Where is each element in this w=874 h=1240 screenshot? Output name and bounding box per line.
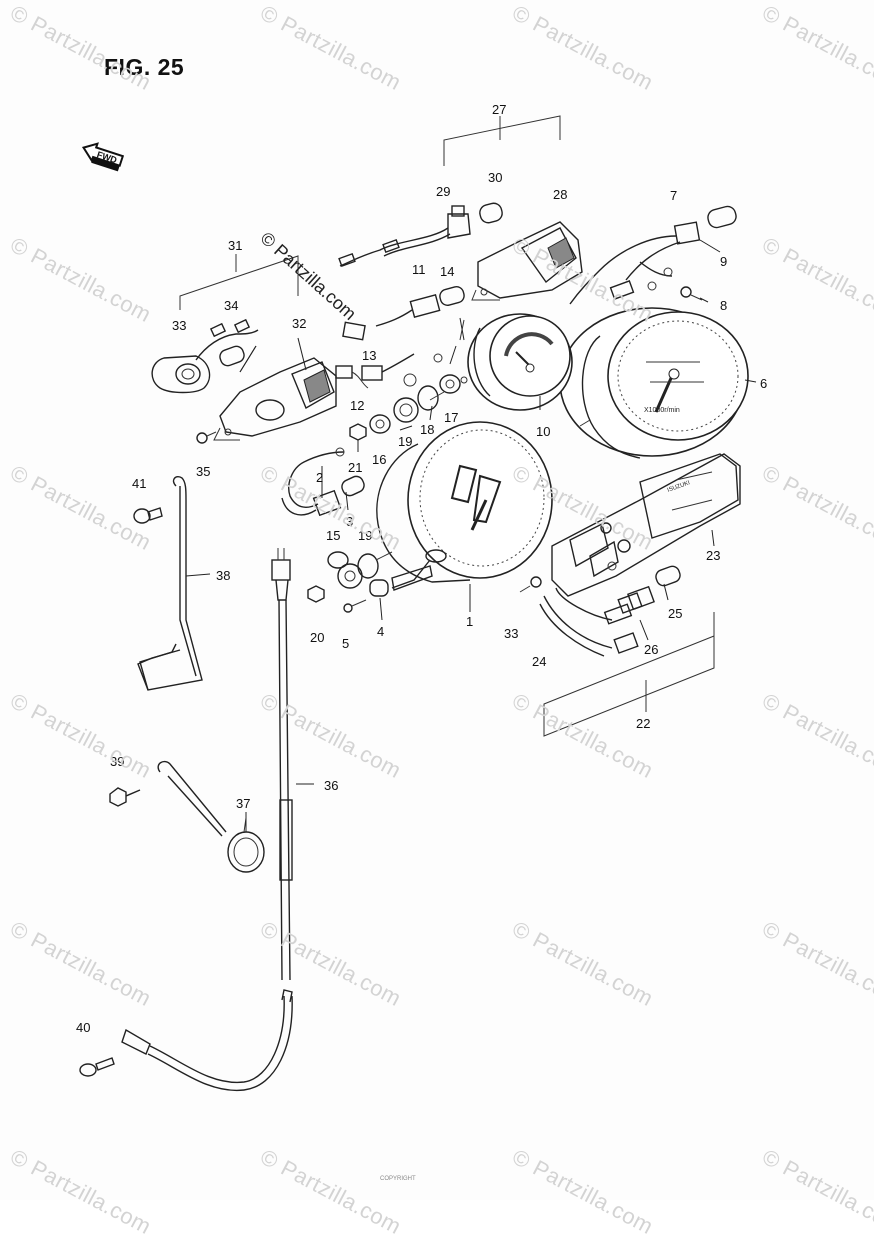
callout-21: 21 bbox=[348, 460, 362, 475]
callout-6: 6 bbox=[760, 376, 767, 391]
callout-12: 12 bbox=[350, 398, 364, 413]
callout-2: 2 bbox=[316, 470, 323, 485]
callout-33: 33 bbox=[172, 318, 186, 333]
callout-18: 18 bbox=[420, 422, 434, 437]
socket-26 bbox=[627, 585, 655, 611]
callout-36: 36 bbox=[324, 778, 338, 793]
callout-25: 25 bbox=[668, 606, 682, 621]
group-bracket-27 bbox=[443, 115, 561, 166]
callout-23: 23 bbox=[706, 548, 720, 563]
bulb-14 bbox=[439, 286, 465, 306]
socket-2 bbox=[281, 447, 345, 517]
socket-13 bbox=[361, 353, 417, 387]
callout-28: 28 bbox=[553, 187, 567, 202]
cable-clamp-37 bbox=[157, 760, 265, 873]
callout-30: 30 bbox=[488, 170, 502, 185]
callout-19b: 19 bbox=[358, 528, 372, 543]
bolt-40 bbox=[79, 1057, 115, 1077]
callout-16: 16 bbox=[372, 452, 386, 467]
callout-8: 8 bbox=[720, 298, 727, 313]
bulb-30 bbox=[479, 202, 503, 224]
callout-35: 35 bbox=[196, 464, 210, 479]
callout-5: 5 bbox=[342, 636, 349, 651]
speedometer-1 bbox=[376, 421, 553, 591]
nut-20 bbox=[307, 585, 325, 603]
callout-38: 38 bbox=[216, 568, 230, 583]
callout-3: 3 bbox=[346, 514, 353, 529]
indicator-panel-23 bbox=[551, 453, 741, 597]
screw-33b bbox=[519, 576, 542, 593]
callout-33b: 33 bbox=[504, 626, 518, 641]
callout-20: 20 bbox=[310, 630, 324, 645]
harness-24 bbox=[539, 587, 643, 657]
callout-32: 32 bbox=[292, 316, 306, 331]
callout-numbers: 27 29 30 28 7 9 8 31 11 14 34 33 32 13 1… bbox=[76, 102, 767, 1035]
callout-10: 10 bbox=[536, 424, 550, 439]
screw-35 bbox=[196, 431, 217, 444]
figure-title: FIG. 25 bbox=[104, 54, 185, 80]
tach-unit-label: X1000r/min bbox=[644, 407, 680, 414]
leader-lines bbox=[185, 239, 757, 832]
copyright-footer: COPYRIGHT bbox=[380, 1176, 416, 1182]
callout-19a: 19 bbox=[398, 434, 412, 449]
callout-26: 26 bbox=[644, 642, 658, 657]
callout-4: 4 bbox=[377, 624, 384, 639]
tachometer-6: X1000r/min bbox=[559, 307, 749, 459]
washer-17 bbox=[433, 353, 468, 394]
callout-7: 7 bbox=[670, 188, 677, 203]
callout-31: 31 bbox=[228, 238, 242, 253]
bulb-25 bbox=[655, 565, 681, 587]
callout-39: 39 bbox=[110, 754, 124, 769]
callout-24: 24 bbox=[532, 654, 546, 669]
callout-15: 15 bbox=[326, 528, 340, 543]
callout-13: 13 bbox=[362, 348, 376, 363]
callout-41: 41 bbox=[132, 476, 146, 491]
socket-29 bbox=[338, 205, 471, 268]
callout-29: 29 bbox=[436, 184, 450, 199]
indicator-housing-28 bbox=[471, 221, 583, 301]
socket-33 bbox=[151, 318, 259, 394]
callout-11: 11 bbox=[412, 262, 426, 277]
bulb-3 bbox=[341, 475, 365, 497]
cushion-stack-upper bbox=[369, 385, 445, 434]
exploded-view-drawing: FWD bbox=[76, 102, 767, 1092]
callout-14: 14 bbox=[440, 264, 454, 279]
fwd-arrow-icon: FWD bbox=[81, 142, 125, 172]
harness-12 bbox=[335, 365, 369, 389]
tachometer-10 bbox=[459, 313, 573, 411]
group-bracket-22 bbox=[543, 612, 715, 737]
callout-27: 27 bbox=[492, 102, 506, 117]
cushion-stack-lower bbox=[327, 551, 393, 589]
group-bracket-31 bbox=[179, 254, 299, 310]
indicator-housing-32 bbox=[213, 345, 337, 441]
screw-5 bbox=[343, 599, 367, 613]
bolt-39 bbox=[109, 787, 141, 807]
bulb-9 bbox=[707, 205, 737, 229]
socket-11 bbox=[342, 294, 441, 341]
callout-22: 22 bbox=[636, 716, 650, 731]
nut-21 bbox=[349, 423, 367, 441]
bulb-34 bbox=[219, 345, 245, 367]
screw-8 bbox=[680, 286, 703, 301]
callout-34: 34 bbox=[224, 298, 238, 313]
callout-37: 37 bbox=[236, 796, 250, 811]
callout-1: 1 bbox=[466, 614, 473, 629]
callout-17: 17 bbox=[444, 410, 458, 425]
panel-brand-label: ISUZUKI bbox=[667, 480, 692, 494]
spacer-4 bbox=[369, 579, 389, 597]
parts-diagram-page: FWD bbox=[6, 0, 874, 1240]
socket-7 bbox=[569, 221, 701, 305]
bolt-41 bbox=[133, 507, 163, 524]
bracket-38 bbox=[137, 476, 203, 691]
callout-40: 40 bbox=[76, 1020, 90, 1035]
callout-9: 9 bbox=[720, 254, 727, 269]
speedometer-cable-36 bbox=[121, 548, 293, 1092]
